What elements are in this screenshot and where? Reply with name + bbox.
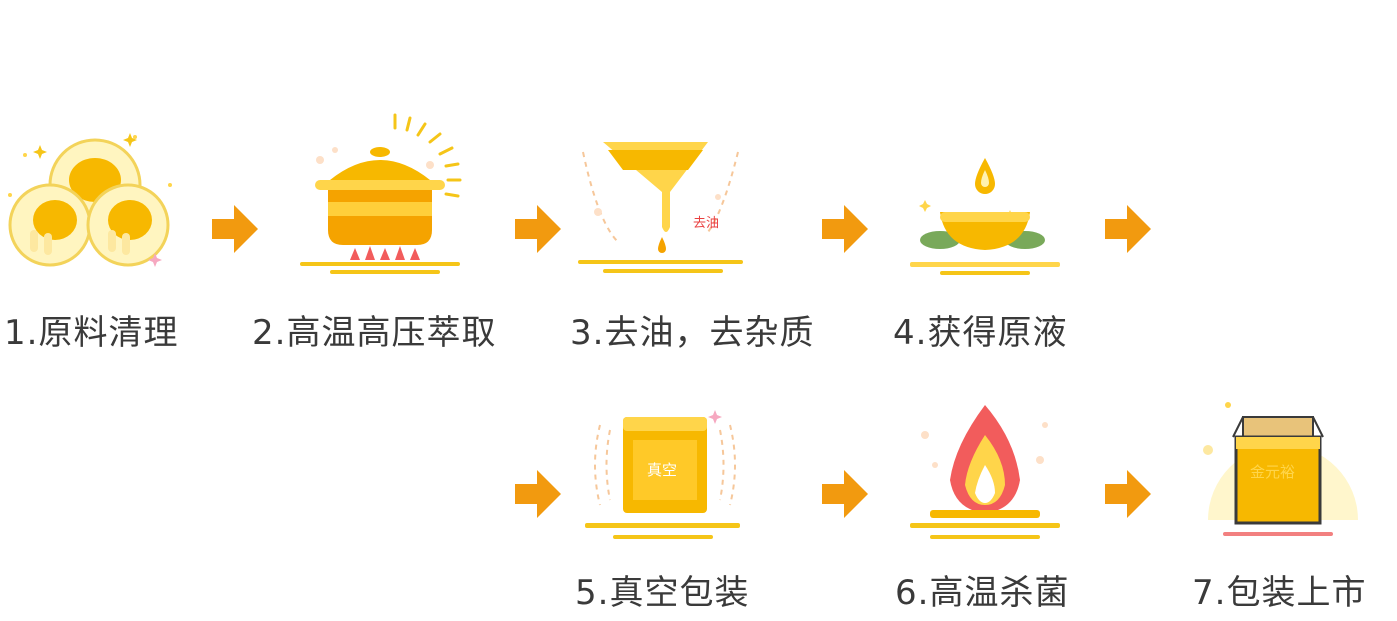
vacuum-bag-icon: 真空 bbox=[585, 410, 740, 539]
arrow-right-icon bbox=[822, 470, 868, 522]
package-icon: 金元裕 bbox=[1203, 402, 1358, 536]
pot-icon bbox=[300, 113, 462, 274]
step-7-tag: 金元裕 bbox=[1250, 463, 1295, 481]
arrow-right-icon bbox=[515, 470, 561, 522]
step-4-illustration bbox=[905, 150, 1065, 280]
step-5-tag: 真空 bbox=[647, 461, 677, 479]
step-4-label: 4.获得原液 bbox=[893, 313, 1068, 353]
funnel-icon: 去油 bbox=[578, 142, 743, 273]
step-6-illustration bbox=[905, 395, 1065, 550]
arrow-right-icon bbox=[212, 205, 258, 257]
chicken-icon bbox=[8, 133, 172, 267]
step-3-label: 3.去油，去杂质 bbox=[570, 313, 815, 353]
step-2-label: 2.高温高压萃取 bbox=[252, 313, 497, 353]
step-1-label: 1.原料清理 bbox=[4, 313, 179, 353]
arrow-right-icon bbox=[1105, 205, 1151, 257]
step-2-illustration bbox=[300, 110, 485, 280]
step-1-illustration bbox=[0, 125, 190, 275]
step-5-label: 5.真空包装 bbox=[575, 573, 750, 613]
step-6-label: 6.高温杀菌 bbox=[895, 573, 1070, 613]
step-5-illustration: 真空 bbox=[585, 405, 745, 550]
step-3-illustration: 去油 bbox=[578, 122, 753, 277]
bowl-icon bbox=[910, 158, 1060, 275]
arrow-right-icon bbox=[515, 205, 561, 257]
step-3-tag: 去油 bbox=[693, 216, 719, 231]
flame-icon bbox=[910, 405, 1060, 539]
arrow-right-icon bbox=[1105, 470, 1151, 522]
arrow-right-icon bbox=[822, 205, 868, 257]
step-7-illustration: 金元裕 bbox=[1198, 395, 1368, 545]
step-7-label: 7.包装上市 bbox=[1192, 573, 1367, 613]
